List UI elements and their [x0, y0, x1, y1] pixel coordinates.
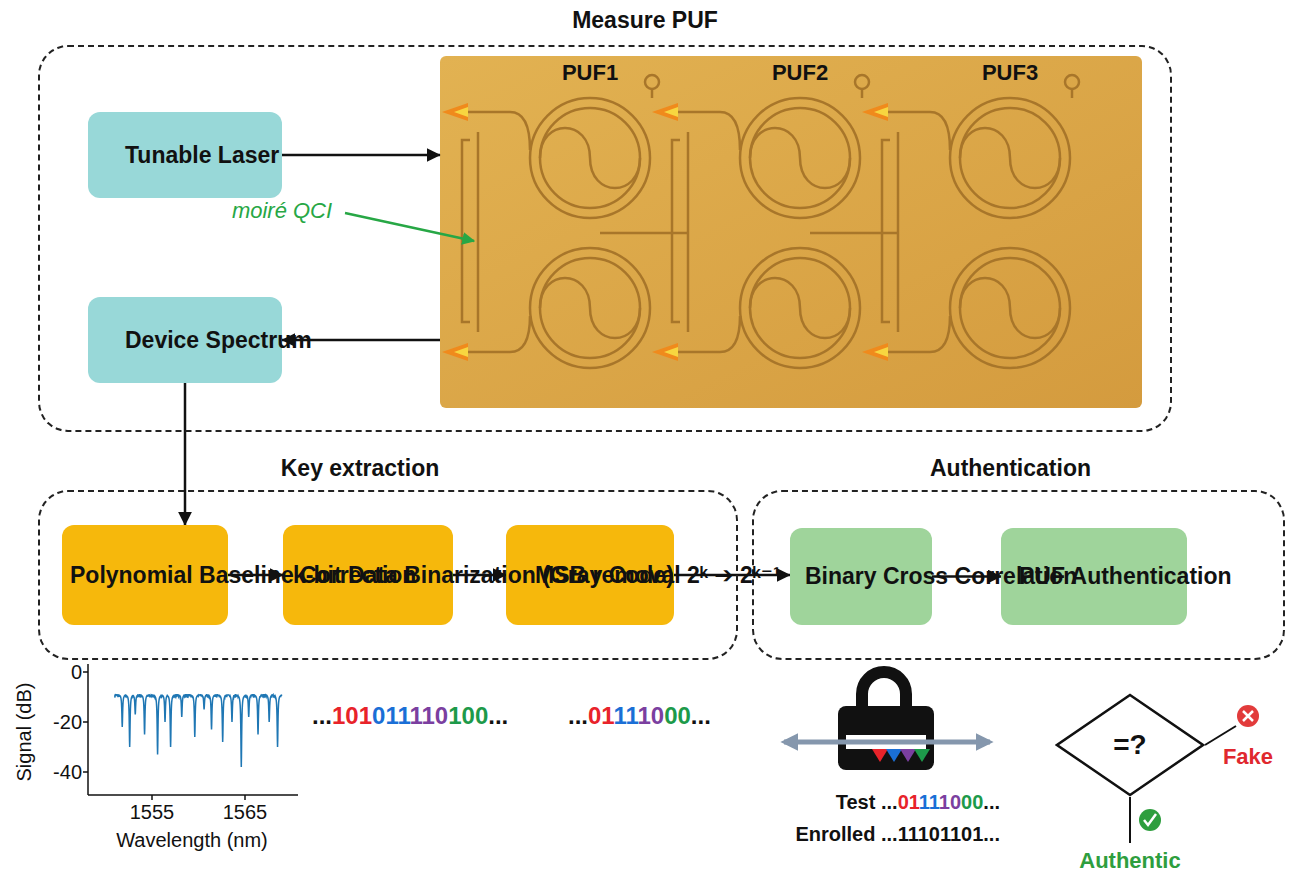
bit-group: 10: [637, 702, 664, 729]
outcome-label: Authentic: [1079, 848, 1180, 874]
flow-arrow: [184, 383, 187, 525]
lock-icon: [784, 672, 990, 770]
bit-group: 00: [664, 702, 691, 729]
group-title: Key extraction: [12, 455, 708, 482]
bit-group: 110: [409, 702, 448, 729]
spectrum-trace: [115, 695, 282, 767]
flow-arrow: [282, 339, 440, 342]
flow-arrow: [228, 574, 283, 577]
box-label: Device Spectrum: [125, 327, 245, 353]
bit-group: 00: [961, 791, 983, 813]
key-string: Enrolled ...11101101...: [795, 823, 1000, 846]
process-box: PUF Authentication: [1001, 528, 1187, 625]
group-title: Authentication: [746, 455, 1275, 482]
process-box: Polynomial Baseline Correction: [62, 525, 228, 625]
group-title: Measure PUF: [80, 7, 1210, 34]
bit-group: ...: [312, 702, 332, 729]
bit-group: 01: [588, 702, 613, 729]
flow-arrow: [932, 575, 1001, 578]
bit-group: 100: [448, 702, 488, 729]
tick-label: -20: [53, 711, 82, 734]
box-label: MSB removal 2ᵏ ➔ 2ᵏ⁻¹: [535, 562, 645, 588]
tick-label: -40: [53, 761, 82, 784]
bit-group: 11: [919, 791, 939, 813]
dashed-group: Key extractionPolynomial Baseline Correc…: [38, 490, 738, 660]
chip-photo-frame: PUF1PUF2PUF3: [440, 56, 1142, 408]
bit-group: ...: [568, 702, 588, 729]
dashed-group: AuthenticationBinary Cross CorrelationPU…: [752, 490, 1285, 660]
bit-group: ...: [488, 702, 508, 729]
box-label: PUF Authentication: [1019, 563, 1169, 589]
process-box: k-bit Data Binarization (Gray Code): [283, 525, 453, 625]
tick-label: 1565: [223, 801, 268, 824]
decision-diamond: =?: [1055, 693, 1205, 797]
flow-arrow: [282, 154, 440, 157]
bit-string: ...01111000...: [568, 702, 711, 730]
flow-arrow: [453, 574, 506, 577]
axis-title: Signal (dB): [13, 683, 36, 782]
bit-group: Test ...: [836, 791, 898, 813]
decision-label: =?: [1113, 729, 1146, 761]
box-label: k-bit Data Binarization (Gray Code): [293, 562, 443, 588]
bit-group: 11: [613, 702, 637, 729]
bit-group: 10: [939, 791, 961, 813]
box-label: Tunable Laser: [125, 142, 245, 168]
dashed-group: Measure PUFTunable LaserPUF1PUF2PUF3Devi…: [38, 45, 1172, 432]
chip-photo: [440, 56, 1142, 408]
flow-arrow: [674, 574, 790, 577]
tick-label: 1555: [130, 801, 175, 824]
puf-label: PUF3: [905, 60, 1115, 86]
instrument-box: Device Spectrum: [88, 297, 282, 383]
box-label: Polynomial Baseline Correction: [70, 562, 220, 588]
bit-group: ...: [691, 702, 711, 729]
outcome-label: Fake: [1223, 744, 1273, 770]
box-label: Binary Cross Correlation: [805, 563, 917, 589]
axis-title: Wavelength (nm): [116, 829, 268, 852]
callout-label: moiré QCI: [232, 198, 332, 224]
puf-label: PUF2: [695, 60, 905, 86]
callout-arrow: [345, 213, 474, 241]
bit-string: ...101011110100...: [312, 702, 508, 730]
bit-group: 01: [898, 791, 919, 813]
process-box: Binary Cross Correlation: [790, 528, 932, 625]
process-box: MSB removal 2ᵏ ➔ 2ᵏ⁻¹: [506, 525, 674, 625]
tick-label: 0: [71, 661, 82, 684]
diamond-shape: [1057, 695, 1203, 795]
spectrum-plot: [83, 664, 298, 800]
puf-label: PUF1: [485, 60, 695, 86]
bit-group: 011: [372, 702, 409, 729]
bit-group: 101: [332, 702, 372, 729]
bit-group: ...: [983, 791, 1000, 813]
instrument-box: Tunable Laser: [88, 112, 282, 198]
key-string: Test ...01111000...: [836, 791, 1000, 814]
